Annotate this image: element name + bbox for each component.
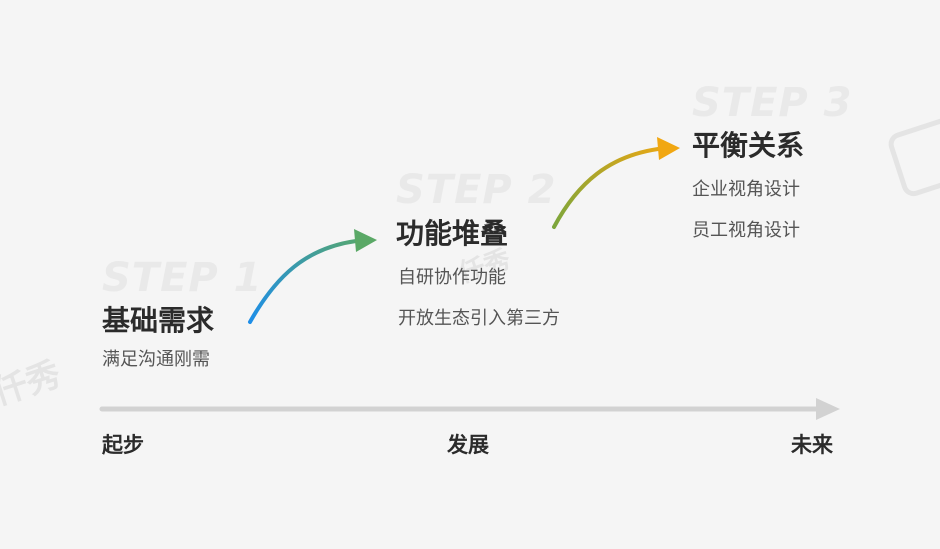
arrow-step2-to-step3: [552, 137, 680, 229]
step-3-title: 平衡关系: [692, 129, 805, 162]
step-3-desc-2: 员工视角设计: [692, 220, 800, 241]
step-2-title: 功能堆叠: [396, 217, 509, 250]
step-1-desc-1: 满足沟通刚需: [102, 349, 210, 370]
timeline-axis: [99, 398, 840, 420]
step-3-label: STEP 3: [692, 80, 853, 126]
step-2-desc-1: 自研协作功能: [398, 267, 506, 288]
axis-label-start: 起步: [102, 433, 144, 457]
step-3-desc-1: 企业视角设计: [692, 179, 800, 200]
step-1-label: STEP 1: [102, 255, 263, 301]
arrow-step1-to-step2: [248, 229, 377, 324]
step-2-desc-2: 开放生态引入第三方: [398, 308, 560, 329]
step-2-label: STEP 2: [396, 167, 557, 213]
axis-label-end: 未来: [791, 433, 833, 457]
axis-label-middle: 发展: [447, 433, 489, 457]
step-1-title: 基础需求: [102, 304, 215, 337]
